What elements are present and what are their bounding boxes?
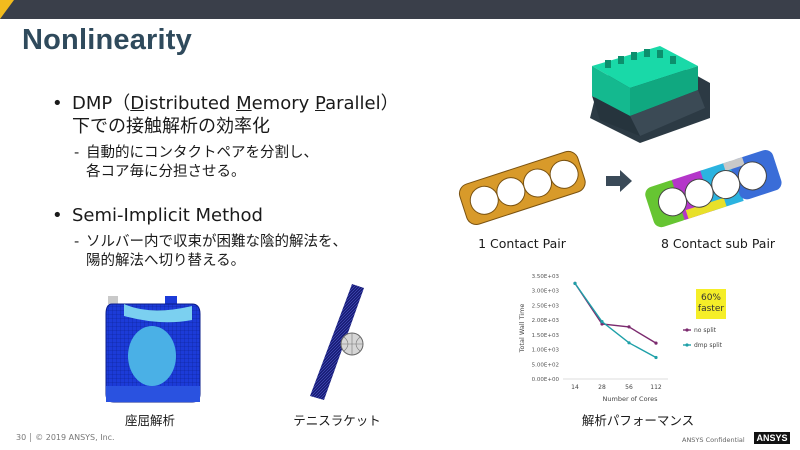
- y-tick-label: 2.50E+03: [532, 303, 560, 309]
- series-line-dmp-split: [574, 282, 657, 359]
- bullet-semi-implicit: • Semi-Implicit Method - ソルバー内で収束が困難な陰的解…: [52, 204, 347, 271]
- x-tick-label: 28: [598, 384, 606, 391]
- series-line-no-split: [574, 282, 657, 344]
- bullet-dmp-sub: - 自動的にコンタクトペアを分割し、 各コア毎に分担させる。: [52, 144, 399, 182]
- confidential-label: ANSYS Confidential: [682, 436, 745, 444]
- top-bar-accent: [0, 0, 14, 19]
- dmp-letter-p: P: [315, 93, 326, 114]
- semi-line1: Semi-Implicit Method: [72, 205, 263, 226]
- y-tick-label: 0.00E+00: [532, 377, 560, 383]
- caption-tennis-racket: テニスラケット: [293, 413, 381, 428]
- x-tick-label: 56: [625, 384, 633, 391]
- dmp-word-arallel: arallel）: [325, 93, 399, 114]
- data-point: [627, 325, 631, 329]
- data-point: [600, 320, 604, 324]
- chart-y-axis-label: Total Wall Time: [518, 304, 526, 354]
- dmp-word-emory: emory: [251, 93, 316, 114]
- caption-1-contact-pair: 1 Contact Pair: [478, 236, 566, 251]
- dmp-letter-d: D: [130, 93, 145, 114]
- footer-divider: [30, 433, 32, 442]
- semi-sub-line2: 陽的解法へ切り替える。: [86, 253, 246, 269]
- x-tick-label: 14: [571, 384, 579, 391]
- x-tick-label: 112: [650, 384, 662, 391]
- engine-block-image: [590, 46, 710, 143]
- speedup-badge: 60% faster: [696, 289, 726, 319]
- dash-icon: -: [74, 145, 80, 161]
- y-tick-label: 5.00E+02: [532, 362, 559, 368]
- bullet-dmp-heading: • DMP（Distributed Memory Parallel） 下での接触…: [52, 92, 399, 138]
- dmp-sub-line2: 各コア毎に分担させる。: [86, 164, 246, 180]
- buckling-analysis-image: [105, 296, 201, 403]
- dmp-word-istributed: istributed: [144, 93, 237, 114]
- top-bar: [0, 0, 800, 19]
- y-tick-label: 3.00E+03: [532, 289, 560, 295]
- caption-performance: 解析パフォーマンス: [581, 413, 695, 428]
- y-tick-label: 1.50E+03: [532, 333, 560, 339]
- bullet-dmp: • DMP（Distributed Memory Parallel） 下での接触…: [52, 92, 399, 182]
- bullet-semi-sub: - ソルバー内で収束が困難な陰的解法を、 陽的解法へ切り替える。: [52, 233, 347, 271]
- slide-title: Nonlinearity: [22, 24, 192, 56]
- caption-buckling: 座屈解析: [124, 413, 175, 428]
- legend-label: no split: [694, 327, 717, 334]
- gasket-single-pair-image: [458, 150, 586, 225]
- performance-chart: Total Wall Time Number of Cores 0.00E+00…: [518, 274, 723, 403]
- y-tick-label: 2.00E+03: [532, 318, 560, 324]
- dmp-sub-line1: 自動的にコンタクトペアを分割し、: [86, 145, 318, 161]
- data-point: [600, 322, 604, 326]
- legend-label: dmp split: [694, 342, 723, 349]
- tennis-racket-image: [310, 284, 364, 400]
- dmp-line2: 下での接触解析の効率化: [72, 116, 270, 137]
- bullet-icon: •: [52, 93, 63, 114]
- chart-x-axis-label: Number of Cores: [603, 395, 659, 403]
- copyright-text: © 2019 ANSYS, Inc.: [35, 433, 115, 442]
- speedup-percent: 60%: [700, 293, 721, 303]
- caption-8-contact-sub-pair: 8 Contact sub Pair: [660, 236, 776, 251]
- bullet-icon: •: [52, 205, 63, 226]
- ansys-logo: ANSYS: [754, 432, 790, 444]
- semi-sub-line1: ソルバー内で収束が困難な陰的解法を、: [86, 234, 347, 250]
- page-number: 30: [16, 433, 27, 442]
- y-tick-label: 1.00E+03: [532, 348, 560, 354]
- slide-footer: 30 © 2019 ANSYS, Inc.: [16, 433, 115, 442]
- y-tick-label: 3.50E+03: [532, 274, 560, 280]
- data-point: [654, 341, 658, 345]
- legend-marker: [685, 328, 689, 332]
- dmp-prefix: DMP（: [72, 93, 131, 114]
- arrow-right-icon: [606, 170, 632, 192]
- speedup-label: faster: [697, 304, 725, 314]
- dash-icon: -: [74, 234, 80, 250]
- gasket-eight-pair-image: [645, 149, 782, 228]
- dmp-letter-m: M: [236, 93, 252, 114]
- data-point: [573, 281, 577, 285]
- data-point: [654, 355, 658, 360]
- data-point: [627, 341, 631, 345]
- bullet-semi-heading: • Semi-Implicit Method: [52, 204, 347, 227]
- legend-marker: [685, 343, 689, 347]
